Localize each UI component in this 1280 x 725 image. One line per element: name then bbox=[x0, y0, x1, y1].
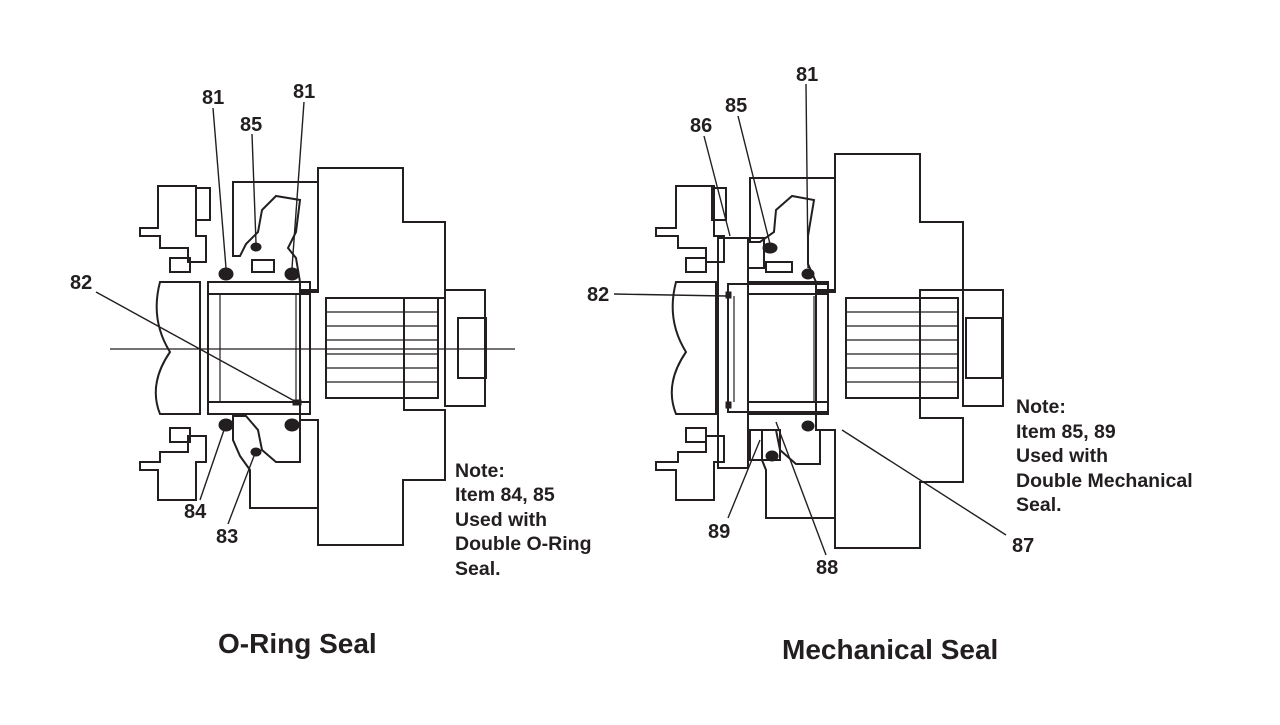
oring-lower-right bbox=[284, 418, 300, 432]
casing-crosshatch bbox=[815, 153, 964, 549]
splined-shaft bbox=[845, 297, 959, 399]
oring-85 bbox=[250, 242, 262, 252]
shaft-end bbox=[154, 281, 201, 415]
oring-seal-view: 81 81 85 82 84 83 Note: Item 84, 85 Used… bbox=[70, 81, 591, 659]
seal-housing bbox=[749, 177, 836, 291]
shaft-nut bbox=[962, 289, 1004, 407]
callout-85: 85 bbox=[240, 114, 262, 136]
mech-note: Note: Item 85, 89 Used with Double Mecha… bbox=[1016, 396, 1193, 516]
oring-85 bbox=[762, 242, 778, 254]
bearing-cap bbox=[139, 185, 207, 263]
svg-text:Note:: Note: bbox=[455, 460, 505, 482]
shaft-end bbox=[670, 281, 717, 415]
seal-housing-lower bbox=[761, 429, 836, 519]
svg-text:Double O-Ring: Double O-Ring bbox=[455, 533, 591, 555]
casing-crosshatch bbox=[299, 167, 446, 546]
callout-81-b: 81 bbox=[293, 81, 315, 103]
oring-83 bbox=[250, 447, 262, 457]
callout-81: 81 bbox=[796, 64, 818, 86]
oring-81-left bbox=[218, 267, 234, 281]
seal-housing bbox=[232, 181, 319, 291]
callout-88: 88 bbox=[816, 557, 838, 579]
shaft-nut bbox=[444, 289, 486, 407]
bearing-cap-lower bbox=[139, 435, 207, 501]
callout-85: 85 bbox=[725, 95, 747, 117]
callout-82: 82 bbox=[70, 272, 92, 294]
bolt-head bbox=[711, 187, 727, 221]
callout-83: 83 bbox=[216, 526, 238, 548]
svg-text:Note:: Note: bbox=[1016, 396, 1066, 418]
oring-note: Note: Item 84, 85 Used with Double O-Rin… bbox=[455, 460, 591, 580]
oring-89 bbox=[765, 450, 779, 462]
svg-text:Used with: Used with bbox=[1016, 445, 1108, 467]
callout-86: 86 bbox=[690, 115, 712, 137]
oring-81-right bbox=[284, 267, 300, 281]
bolt-head bbox=[195, 187, 211, 221]
oring-title: O-Ring Seal bbox=[218, 628, 377, 659]
seal-housing-lower bbox=[232, 415, 319, 509]
bearing-cap-lower bbox=[655, 435, 725, 501]
svg-text:Seal.: Seal. bbox=[455, 558, 501, 580]
callout-81-a: 81 bbox=[202, 87, 224, 109]
seal-seat-86 bbox=[717, 237, 749, 469]
pin bbox=[251, 259, 275, 273]
svg-text:Seal.: Seal. bbox=[1016, 494, 1062, 516]
svg-text:Double Mechanical: Double Mechanical bbox=[1016, 470, 1193, 492]
callout-82: 82 bbox=[587, 284, 609, 306]
svg-text:Item 84, 85: Item 84, 85 bbox=[455, 484, 555, 506]
shaft-sleeve bbox=[727, 283, 829, 413]
svg-text:Used with: Used with bbox=[455, 509, 547, 531]
splined-shaft bbox=[325, 297, 439, 399]
callout-89: 89 bbox=[708, 521, 730, 543]
bearing-cap bbox=[655, 185, 725, 263]
mechanical-seal-view: 81 85 86 82 89 88 87 Note: Item 85, 89 U… bbox=[587, 64, 1193, 665]
oring-81 bbox=[801, 268, 815, 280]
oring-84 bbox=[218, 418, 234, 432]
oring-leaders bbox=[95, 101, 305, 525]
mech-leaders bbox=[613, 83, 1007, 556]
shaft-sleeve bbox=[207, 281, 311, 415]
mech-title: Mechanical Seal bbox=[782, 634, 998, 665]
callout-84: 84 bbox=[184, 501, 207, 523]
oring-88 bbox=[801, 420, 815, 432]
svg-text:Item 85, 89: Item 85, 89 bbox=[1016, 421, 1116, 443]
callout-87: 87 bbox=[1012, 535, 1034, 557]
pin bbox=[765, 261, 793, 273]
